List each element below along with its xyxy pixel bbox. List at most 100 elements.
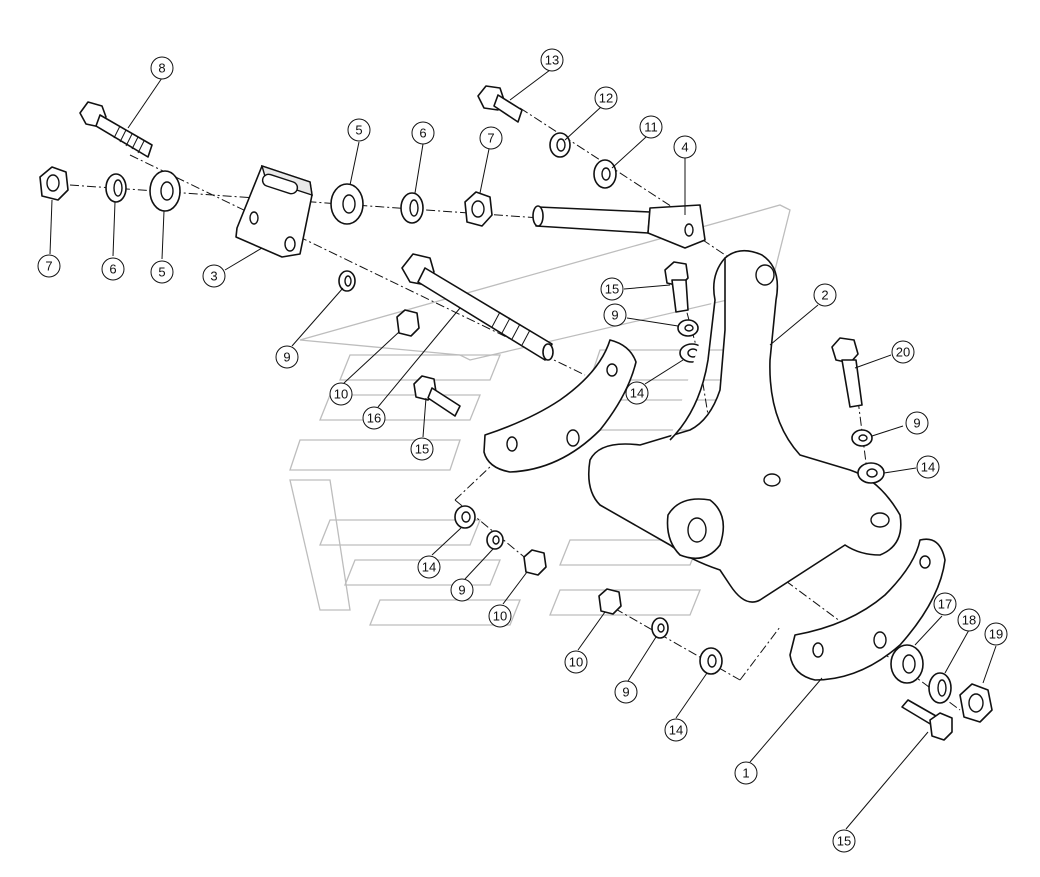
callout-label: 9 [913,416,920,431]
callout-label: 7 [487,131,494,146]
callout-circle [614,680,638,704]
callout-7: 7 [37,254,61,278]
callout-11: 11 [639,115,663,139]
callout-circle [832,829,856,853]
callout-label: 9 [611,308,618,323]
callout-label: 5 [355,123,362,138]
callout-label: 1 [742,766,749,781]
part-20-bolt [831,337,863,408]
callout-label: 3 [210,269,217,284]
callout-4: 4 [673,135,697,159]
part-12-washer [549,132,571,158]
callout-label: 14 [422,560,436,575]
part-14-washer-lower-mid [699,647,723,675]
callout-circle [957,608,981,632]
callout-label: 10 [569,655,583,670]
callout-circle [101,257,125,281]
part-19-nut [959,683,993,723]
callout-16: 16 [362,406,386,430]
callout-14: 14 [916,455,940,479]
callout-9: 9 [275,345,299,369]
part-14-washer-lower-left [454,505,476,529]
callout-10: 10 [488,604,512,628]
callout-circle [600,277,624,301]
part-15-bolt-left [413,375,461,417]
callout-label: 6 [109,262,116,277]
callout-circle [450,578,474,602]
callout-15: 15 [600,277,624,301]
callout-label: 16 [367,411,381,426]
part-17-washer [890,644,924,684]
callout-label: 14 [921,460,935,475]
part-13-bolt [477,85,523,123]
callout-8: 8 [150,56,174,80]
part-7-nut-mid [464,191,493,227]
center-lines [69,107,961,711]
callout-9: 9 [603,303,627,327]
callout-circle [202,264,226,288]
callout-label: 10 [493,609,507,624]
callout-circle [916,455,940,479]
callout-5: 5 [347,118,371,142]
callout-label: 9 [283,350,290,365]
part-1-plate-right [789,538,946,681]
callout-7: 7 [479,126,503,150]
part-9-washer-top [677,319,699,337]
callout-label: 11 [644,120,658,135]
callout-2: 2 [813,283,837,307]
callout-label: 7 [45,259,52,274]
callout-label: 14 [669,723,683,738]
callout-circle [594,86,618,110]
callout-circle [540,48,564,72]
callout-circle [891,340,915,364]
part-4-rod [532,204,706,249]
part-3-block [235,164,313,258]
callout-circle [734,761,758,785]
part-1-plate-left [483,339,637,473]
callout-label: 9 [458,583,465,598]
callout-label: 4 [681,140,688,155]
part-9-washer-right [851,429,873,447]
callout-label: 19 [989,627,1003,642]
callout-circle [329,382,353,406]
callout-circle [37,254,61,278]
part-10-nut-lower-mid [598,588,622,615]
part-16-bolt [401,253,554,361]
callout-circle [813,283,837,307]
part-5-washer-left [149,170,181,212]
callout-10: 10 [329,382,353,406]
callout-9: 9 [450,578,474,602]
part-6-washer-mid [400,192,424,224]
callout-label: 8 [158,61,165,76]
callout-circle [347,118,371,142]
callout-1: 1 [734,761,758,785]
callout-14: 14 [664,718,688,742]
callout-circle [664,718,688,742]
callout-circle [984,622,1008,646]
part-7-nut-left [39,166,69,201]
callout-circle [905,411,929,435]
callout-9: 9 [905,411,929,435]
part-11-washer [593,159,617,189]
part-15-bolt-top [664,261,689,313]
part-18-lock-washer [928,672,952,704]
leader-lines [49,69,997,830]
callout-circle [411,121,435,145]
callout-circle [479,126,503,150]
part-10-nut-upper [396,309,420,337]
part-2-bracket [587,249,902,603]
callout-label: 5 [158,265,165,280]
part-6-washer-left [105,173,127,203]
part-5-washer-mid [330,183,364,225]
part-10-nut-lower-left [523,549,547,576]
callout-circle [564,650,588,674]
callout-circle [150,260,174,284]
callout-label: 15 [605,282,619,297]
callout-5: 5 [150,260,174,284]
part-9-washer-lower-left [486,530,504,550]
callout-10: 10 [564,650,588,674]
callout-14: 14 [417,555,441,579]
callout-label: 15 [415,442,429,457]
callout-circle [488,604,512,628]
